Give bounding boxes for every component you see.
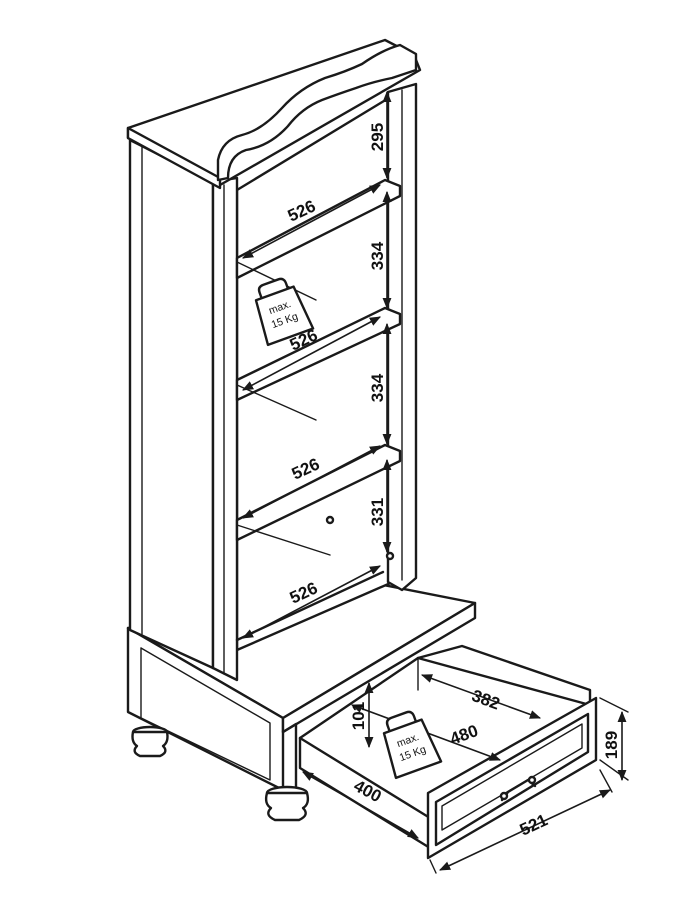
weight-handle-icon (385, 710, 418, 733)
dim-shelf-width-4 (242, 565, 381, 639)
top-front-edge (126, 126, 222, 190)
dim-drawer-inner-width (420, 674, 542, 719)
dim-drawer-front-width (438, 789, 612, 871)
label-height-4: 331 (368, 498, 387, 526)
weight-icon (254, 285, 315, 347)
dimension-lines (242, 90, 629, 874)
label-drawer-front-width: 521 (517, 810, 551, 839)
label-drawer-front-height: 189 (602, 731, 621, 759)
label-height-1: 295 (368, 123, 387, 151)
max-load-badge-shelf: max. 15 Kg (254, 277, 315, 347)
label-height-2: 334 (368, 241, 387, 270)
max-load-badge-drawer: max. 15 Kg (382, 710, 443, 780)
label-drawer-inner-height: 101 (349, 702, 368, 730)
dim-shelf-width-1 (242, 184, 381, 259)
label-height-3: 334 (368, 373, 387, 402)
dim-drawer-outer-depth (302, 771, 419, 839)
left-front-edge (211, 176, 239, 682)
bun-feet (131, 725, 310, 822)
foot-left (131, 725, 169, 758)
dim-shelf-width-3 (242, 445, 381, 519)
shelf-pin-hole (385, 551, 395, 561)
weight-handle-icon (257, 277, 290, 300)
base-side-face (281, 601, 477, 734)
shelf-pin-hole (325, 515, 335, 525)
weight-icon (382, 718, 443, 780)
foot-right (264, 785, 310, 822)
decorative-crest (216, 43, 418, 182)
dim-shelf-width-2 (242, 316, 381, 391)
